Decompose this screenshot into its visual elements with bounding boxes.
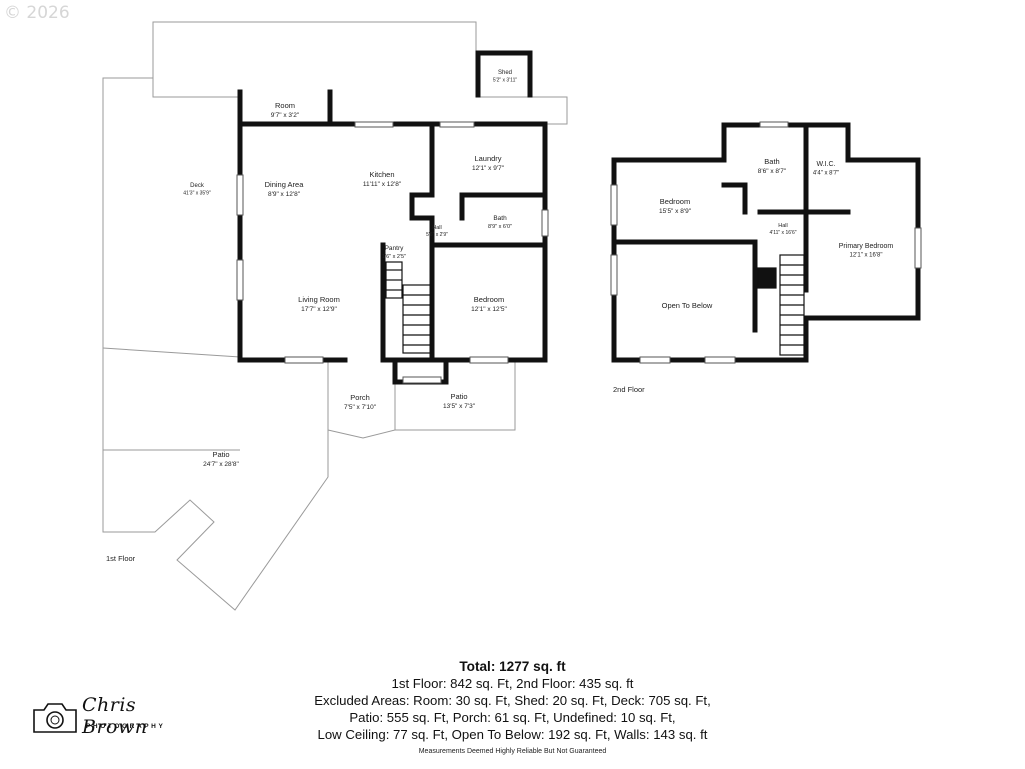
room-name: Porch bbox=[350, 393, 370, 402]
excluded-areas-2: Patio: 555 sq. Ft, Porch: 61 sq. Ft, Und… bbox=[349, 710, 676, 725]
room-label-patio-large: Patio 24'7" x 28'8" bbox=[203, 450, 239, 468]
room-label-porch: Porch 7'5" x 7'10" bbox=[344, 393, 377, 411]
windows bbox=[236, 121, 549, 384]
excluded-areas-1: Excluded Areas: Room: 30 sq. Ft, Shed: 2… bbox=[314, 693, 711, 708]
room-dimensions: 13'5" x 7'3" bbox=[443, 403, 476, 410]
room-dimensions: 17'7" x 12'9" bbox=[301, 306, 337, 313]
room-name: Shed bbox=[498, 70, 512, 76]
room-label-room-small: Room 9'7" x 3'2" bbox=[271, 101, 300, 119]
room-name: Bath bbox=[764, 157, 779, 166]
room-dimensions: 8'9" x 6'0" bbox=[488, 224, 512, 230]
room-dimensions: 9'7" x 3'2" bbox=[271, 112, 300, 119]
patio-small-outline bbox=[395, 360, 516, 431]
room-dimensions: 15'5" x 8'9" bbox=[659, 208, 692, 215]
deck-left-edge bbox=[102, 77, 240, 451]
room-dimensions: 12'1" x 9'7" bbox=[472, 165, 505, 172]
room-dimensions: 12'1" x 12'5" bbox=[471, 306, 507, 313]
excluded-areas-3: Low Ceiling: 77 sq. Ft, Open To Below: 1… bbox=[317, 727, 708, 742]
room-label-bedroom-1: Bedroom 12'1" x 12'5" bbox=[471, 295, 507, 313]
room-name: Laundry bbox=[474, 154, 501, 163]
room-dimensions: 4'11" x 16'6" bbox=[769, 230, 796, 236]
room-dimensions: 4'4" x 8'7" bbox=[813, 171, 839, 177]
room-dimensions: 24'7" x 28'8" bbox=[203, 461, 239, 468]
camera-icon bbox=[33, 703, 77, 733]
room-dimensions: 8'6" x 8'7" bbox=[758, 168, 787, 175]
floor-plan: Room 9'7" x 3'2" Shed 5'2" x 3'11" Deck 41'3"… bbox=[102, 21, 922, 611]
room-name: Pantry bbox=[385, 245, 405, 252]
stairs-2nd bbox=[757, 254, 805, 356]
patio-large-outline bbox=[102, 360, 329, 611]
room-dimensions: 41'3" x 35'9" bbox=[183, 191, 211, 197]
room-name: Patio bbox=[212, 450, 229, 459]
outdoor-outlines bbox=[102, 21, 568, 611]
room-label-shed: Shed 5'2" x 3'11" bbox=[493, 70, 517, 84]
floor-areas: 1st Floor: 842 sq. Ft, 2nd Floor: 435 sq… bbox=[391, 676, 634, 691]
room-name: Living Room bbox=[298, 295, 340, 304]
room-dimensions: 7'5" x 7'10" bbox=[344, 404, 377, 411]
room-name: W.I.C. bbox=[816, 161, 835, 168]
porch-outline bbox=[327, 382, 396, 439]
floor-label-2nd: 2nd Floor bbox=[613, 385, 645, 394]
total-area: Total: 1277 sq. ft bbox=[459, 659, 566, 674]
room-label-living-room: Living Room 17'7" x 12'9" bbox=[298, 295, 340, 313]
room-label-bath-1: Bath 8'9" x 6'0" bbox=[488, 215, 512, 230]
room-name: Dining Area bbox=[265, 180, 305, 189]
room-name: Hall bbox=[432, 225, 441, 231]
logo-text: Chris Brown bbox=[82, 694, 148, 738]
room-label-bath-2: Bath 8'6" x 8'7" bbox=[758, 157, 787, 175]
room-label-bedroom-2: Bedroom 15'5" x 8'9" bbox=[659, 197, 692, 215]
room-name: Primary Bedroom bbox=[839, 243, 894, 250]
room-label-open-to-below: Open To Below bbox=[662, 301, 713, 310]
second-floor-walls bbox=[611, 122, 921, 363]
room-labels: Room 9'7" x 3'2" Shed 5'2" x 3'11" Deck 41'3"… bbox=[183, 70, 893, 468]
room-label-deck: Deck 41'3" x 35'9" bbox=[183, 183, 211, 197]
deck-outline bbox=[152, 21, 568, 125]
room-label-patio-small: Patio 13'5" x 7'3" bbox=[443, 392, 476, 410]
room-name: Patio bbox=[450, 392, 467, 401]
room-dimensions: 8'9" x 12'8" bbox=[268, 191, 301, 198]
room-label-pantry: Pantry 1'6" x 2'5" bbox=[382, 245, 406, 260]
room-label-kitchen: Kitchen 11'11" x 12'8" bbox=[363, 170, 402, 188]
copyright-watermark: © 2026 bbox=[4, 3, 70, 23]
room-name: Bedroom bbox=[660, 197, 690, 206]
room-name: Open To Below bbox=[662, 301, 713, 310]
logo-subtext: PHOTOGRAPHY bbox=[86, 723, 166, 730]
room-name: Room bbox=[275, 101, 295, 110]
room-label-dining-area: Dining Area 8'9" x 12'8" bbox=[265, 180, 305, 198]
room-dimensions: 11'11" x 12'8" bbox=[363, 181, 402, 188]
room-name: Hall bbox=[778, 223, 787, 229]
room-dimensions: 5'2" x 3'11" bbox=[493, 78, 517, 84]
photographer-logo: Chris Brown PHOTOGRAPHY bbox=[30, 690, 170, 738]
windows-2nd bbox=[610, 121, 922, 364]
room-name: Bath bbox=[493, 215, 507, 222]
room-label-wic: W.I.C. 4'4" x 8'7" bbox=[813, 161, 839, 177]
floor-label-1st: 1st Floor bbox=[106, 554, 136, 563]
room-name: Deck bbox=[190, 183, 205, 189]
room-label-laundry: Laundry 12'1" x 9'7" bbox=[472, 154, 505, 172]
room-dimensions: 5'6" x 2'9" bbox=[426, 232, 448, 238]
room-dimensions: 1'6" x 2'5" bbox=[382, 254, 406, 260]
room-label-primary-bedroom: Primary Bedroom 12'1" x 16'8" bbox=[839, 243, 894, 259]
room-dimensions: 12'1" x 16'8" bbox=[850, 253, 883, 259]
stairs-1st bbox=[385, 261, 432, 354]
area-summary: Total: 1277 sq. ft 1st Floor: 842 sq. Ft… bbox=[255, 658, 770, 757]
room-name: Kitchen bbox=[369, 170, 394, 179]
room-name: Bedroom bbox=[474, 295, 504, 304]
disclaimer: Measurements Deemed Highly Reliable But … bbox=[418, 748, 607, 755]
